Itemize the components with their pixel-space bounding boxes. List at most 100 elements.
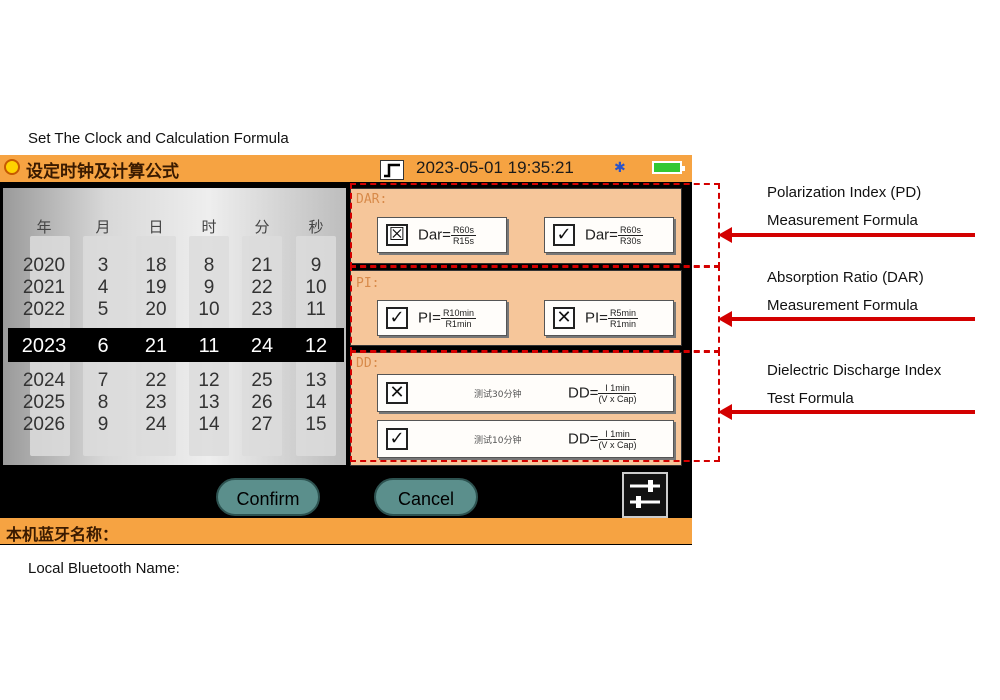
picker-second-option[interactable]: 13 <box>305 370 327 391</box>
picker-second-option[interactable]: 9 <box>310 255 322 276</box>
formula-prefix: DD= <box>568 430 599 448</box>
picker-second-option[interactable]: 11 <box>306 299 326 320</box>
sliders-icon[interactable] <box>622 472 668 518</box>
picker-day-option[interactable]: 20 <box>145 299 167 320</box>
picker-year-option[interactable]: 2020 <box>22 255 66 276</box>
picker-hour-option[interactable]: 10 <box>198 299 220 320</box>
dd-10min-formula: DD=I 1min(V x Cap) <box>568 429 637 450</box>
picker-selected-month[interactable]: 6 <box>97 335 109 357</box>
picker-minute-option[interactable]: 27 <box>251 414 273 435</box>
picker-hour-option[interactable]: 14 <box>198 414 220 435</box>
picker-month-option[interactable]: 7 <box>97 370 109 391</box>
picker-selected-hour[interactable]: 11 <box>198 335 220 357</box>
picker-second-option[interactable]: 15 <box>305 414 327 435</box>
picker-day-option[interactable]: 23 <box>145 392 167 413</box>
formula-denominator: R1min <box>445 319 472 329</box>
picker-selected-second[interactable]: 12 <box>304 335 328 357</box>
picker-header-minute: 分 <box>254 218 270 236</box>
picker-minute-option[interactable]: 21 <box>251 255 273 276</box>
bluetooth-name-bar[interactable]: 本机蓝牙名称： <box>0 518 692 544</box>
picker-day-option[interactable]: 24 <box>145 414 167 435</box>
picker-minute-option[interactable]: 25 <box>251 370 273 391</box>
battery-icon <box>652 161 685 174</box>
picker-minute-option[interactable]: 26 <box>251 392 273 413</box>
confirm-button[interactable]: Confirm <box>216 478 320 516</box>
picker-second-option[interactable]: 10 <box>305 277 327 298</box>
page-title: 设定时钟及计算公式 <box>26 162 179 182</box>
annotation-dar-subtitle: Measurement Formula <box>767 297 918 314</box>
picker-day-option[interactable]: 19 <box>145 277 167 298</box>
picker-year-option[interactable]: 2026 <box>22 414 66 435</box>
picker-month-option[interactable]: 9 <box>97 414 109 435</box>
picker-year-option[interactable]: 2025 <box>22 392 66 413</box>
bluetooth-name-label: 本机蓝牙名称： <box>6 525 119 544</box>
picker-selected-minute[interactable]: 24 <box>250 335 274 357</box>
clock-datetime: 2023-05-01 19:35:21 <box>416 158 574 177</box>
pd-arrow <box>730 233 975 237</box>
pi-10min-1min-checkbox[interactable]: ✓ <box>386 307 408 329</box>
picker-header-hour: 时 <box>201 218 217 236</box>
dd-label: DD: <box>356 356 380 371</box>
picker-hour-option[interactable]: 13 <box>198 392 220 413</box>
dd-highlight-box <box>350 350 720 462</box>
picker-month-option[interactable]: 8 <box>97 392 109 413</box>
formula-numerator: R10min <box>440 308 476 319</box>
picker-month-option[interactable]: 4 <box>97 277 109 298</box>
formula-denominator: R15s <box>452 236 474 246</box>
pi-5min-1min-checkbox[interactable]: ✕ <box>553 307 575 329</box>
dar-arrow-head-icon <box>718 311 732 327</box>
waveform-icon[interactable] <box>380 160 404 180</box>
picker-day-option[interactable]: 22 <box>145 370 167 391</box>
formula-numerator: R60s <box>617 225 643 236</box>
cancel-button[interactable]: Cancel <box>374 478 478 516</box>
picker-selected-day[interactable]: 21 <box>144 335 168 357</box>
formula-prefix: PI= <box>585 309 608 327</box>
picker-header-month: 月 <box>95 218 111 236</box>
formula-denominator: (V x Cap) <box>598 394 637 404</box>
formula-prefix: PI= <box>418 309 441 327</box>
pd-arrow-head-icon <box>718 227 732 243</box>
dd-option-10min[interactable]: ✓ 测试10分钟 DD=I 1min(V x Cap) <box>377 420 674 458</box>
picker-minute-option[interactable]: 23 <box>251 299 273 320</box>
dd-10min-note: 测试10分钟 <box>474 436 522 446</box>
picker-month-option[interactable]: 3 <box>97 255 109 276</box>
annotation-pd-title: Polarization Index (PD) <box>767 184 922 201</box>
picker-month-option[interactable]: 5 <box>97 299 109 320</box>
picker-minute-option[interactable]: 22 <box>251 277 273 298</box>
annotation-dar-title: Absorption Ratio (DAR) <box>767 269 924 286</box>
picker-hour-option[interactable]: 9 <box>203 277 215 298</box>
dar-arrow <box>730 317 975 321</box>
dd-10min-checkbox[interactable]: ✓ <box>386 428 408 450</box>
formula-numerator: R60s <box>450 225 476 236</box>
caption-top: Set The Clock and Calculation Formula <box>28 130 289 147</box>
picker-year-option[interactable]: 2021 <box>22 277 66 298</box>
picker-hour-option[interactable]: 8 <box>203 255 215 276</box>
dar-60s-30s-checkbox[interactable]: ✓ <box>553 224 575 246</box>
header-bar: 设定时钟及计算公式 <box>0 155 692 182</box>
picker-hour-option[interactable]: 12 <box>198 370 220 391</box>
dar-60s-15s-checkbox[interactable]: ☒ <box>386 224 408 246</box>
annotation-dd-title: Dielectric Discharge Index <box>767 362 942 379</box>
picker-header-day: 日 <box>148 218 164 236</box>
formula-denominator: (V x Cap) <box>598 440 637 450</box>
dd-option-30min[interactable]: ✕ 测试30分钟 DD=I 1min(V x Cap) <box>377 374 674 412</box>
formula-prefix: Dar= <box>418 226 451 244</box>
picker-day-option[interactable]: 18 <box>145 255 167 276</box>
picker-second-option[interactable]: 14 <box>305 392 327 413</box>
picker-year-option[interactable]: 2024 <box>22 370 66 391</box>
dd-arrow-head-icon <box>718 404 732 420</box>
dar-highlight-box <box>350 183 720 268</box>
caption-bottom: Local Bluetooth Name: <box>28 560 180 577</box>
pi-label: PI: <box>356 276 380 291</box>
dd-30min-checkbox[interactable]: ✕ <box>386 382 408 404</box>
picker-selected-year[interactable]: 2023 <box>21 335 67 357</box>
picker-year-option[interactable]: 2022 <box>22 299 66 320</box>
pi-highlight-box <box>350 265 720 353</box>
